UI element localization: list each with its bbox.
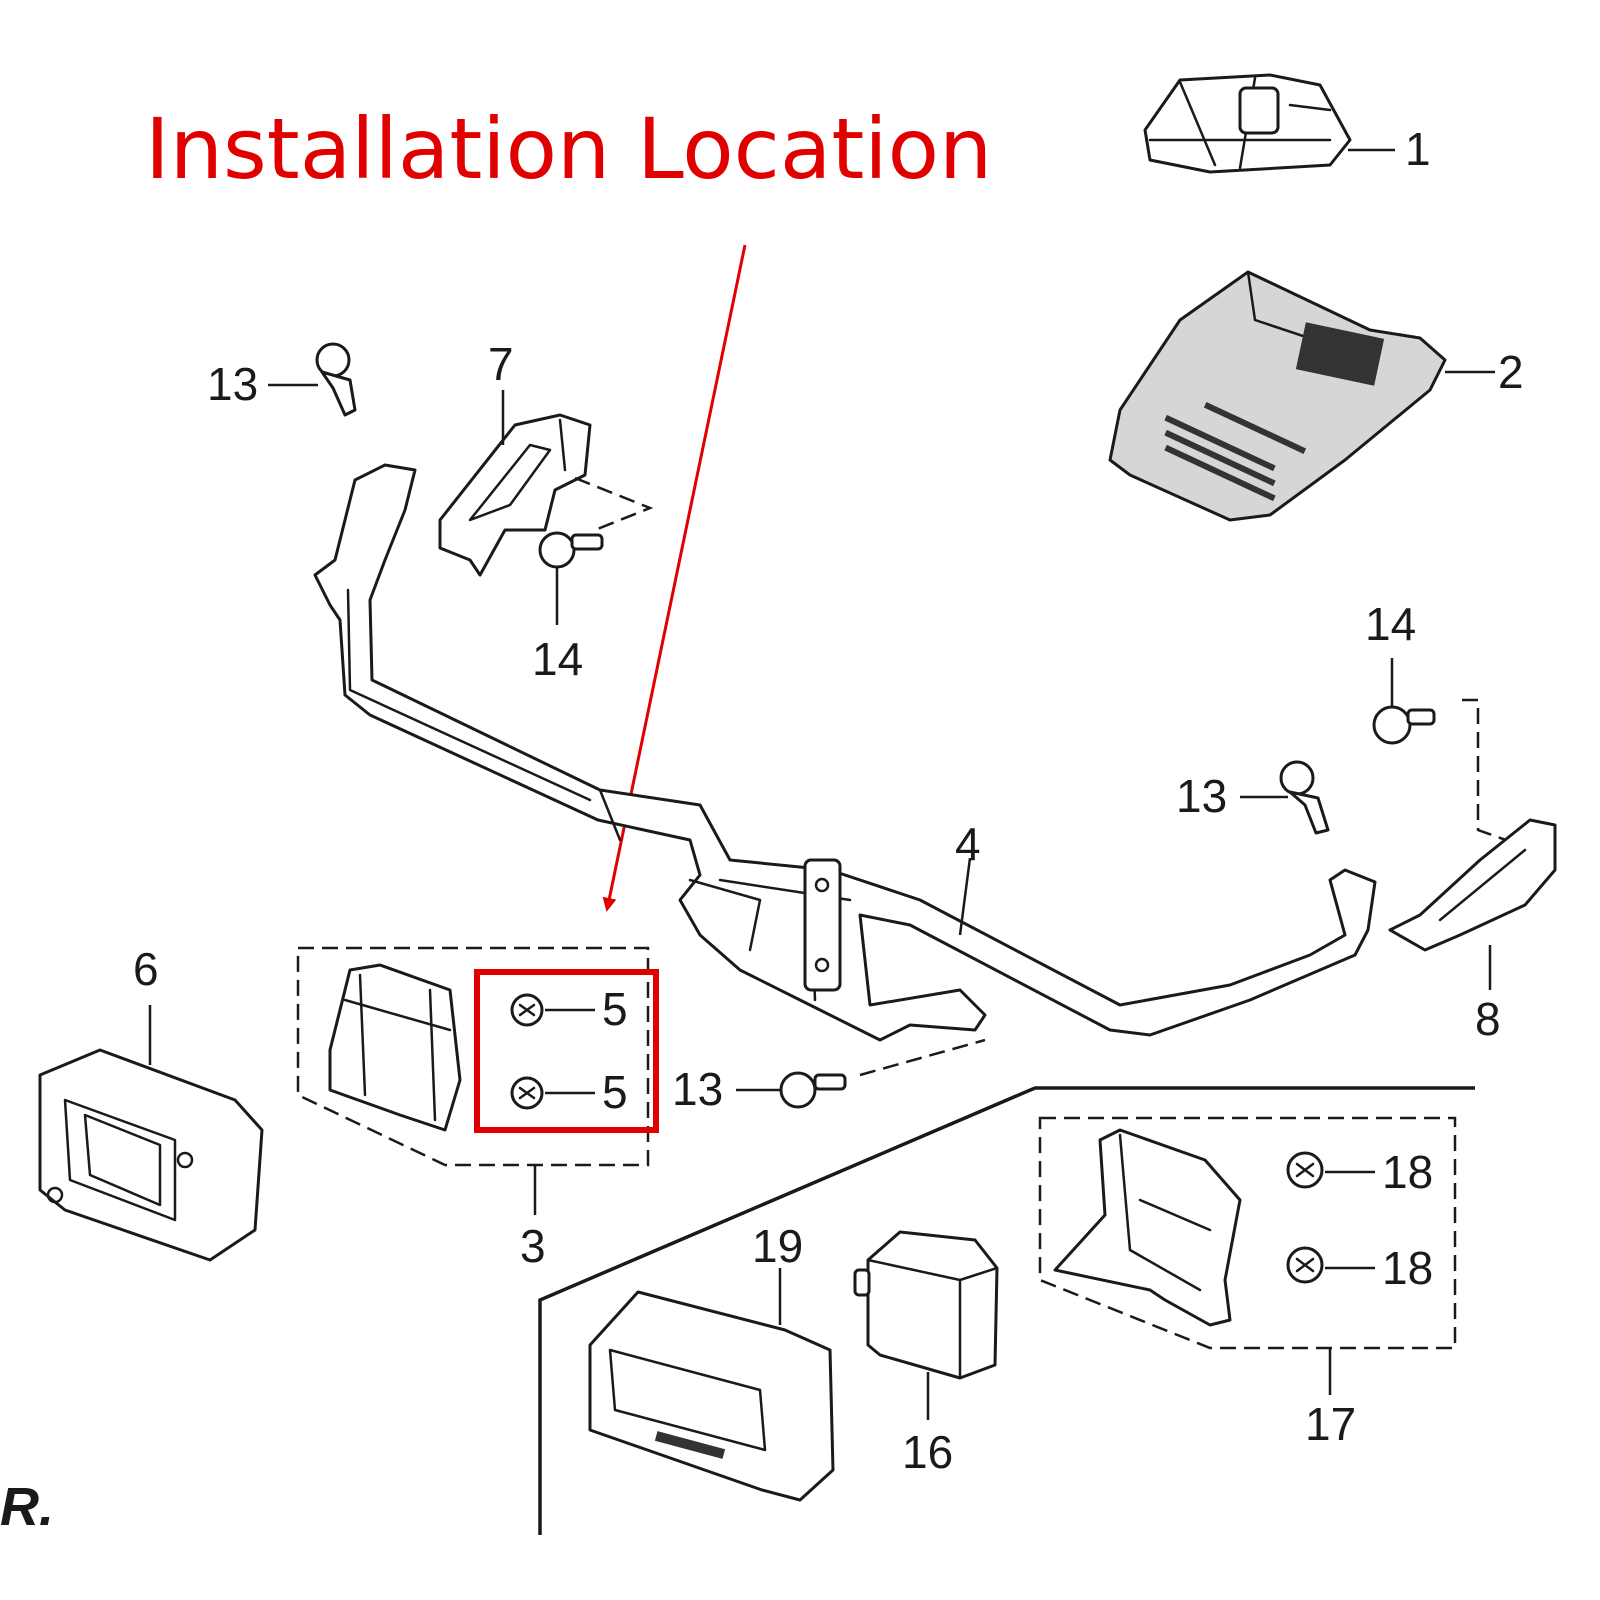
callout-16: 16 <box>902 1426 953 1478</box>
callout-13-top-left: 13 <box>207 358 258 410</box>
callout-5-upper: 5 <box>602 983 628 1035</box>
callout-18-lower: 18 <box>1382 1242 1433 1294</box>
installation-location-title: Installation Location <box>145 100 992 198</box>
callout-2: 2 <box>1498 346 1524 398</box>
part-17-group <box>1038 1116 1457 1395</box>
callout-13-middle: 13 <box>672 1063 723 1115</box>
fastener-5-upper <box>510 993 595 1027</box>
part-3-group <box>296 946 650 1215</box>
part-16-module <box>853 1230 999 1420</box>
callout-3: 3 <box>520 1220 546 1272</box>
callout-1: 1 <box>1405 123 1431 175</box>
bolt-14-right <box>1372 658 1521 847</box>
bolt-13-middle <box>736 1038 986 1109</box>
callout-19: 19 <box>752 1220 803 1272</box>
callout-8: 8 <box>1475 993 1501 1045</box>
fastener-18-lower <box>1286 1246 1375 1284</box>
callout-6: 6 <box>133 943 159 995</box>
callout-18-upper: 18 <box>1382 1146 1433 1198</box>
part-2-cover <box>1108 270 1495 522</box>
part-4-bracket-bar <box>313 463 1377 1042</box>
part-6-cover <box>38 1005 264 1262</box>
fastener-18-upper <box>1286 1151 1375 1189</box>
callout-13-right: 13 <box>1176 770 1227 822</box>
part-8-right-bracket <box>1388 818 1557 990</box>
part-19-cover <box>588 1268 835 1502</box>
corner-text-fragment: R. <box>0 1477 54 1537</box>
callout-14-left: 14 <box>532 633 583 685</box>
fastener-highlight-box <box>474 969 659 1133</box>
bolt-13-top-left <box>268 342 357 417</box>
part-1-camera-unit <box>1143 73 1395 174</box>
bolt-14-left <box>538 531 604 625</box>
part-7-left-bracket <box>438 390 654 577</box>
callout-14-right: 14 <box>1365 598 1416 650</box>
callout-7: 7 <box>488 338 514 390</box>
callout-4: 4 <box>955 818 981 870</box>
callout-17: 17 <box>1305 1398 1356 1450</box>
bolt-13-right <box>1240 760 1330 835</box>
callout-5-lower: 5 <box>602 1066 628 1118</box>
fastener-5-lower <box>510 1076 595 1110</box>
section-divider <box>538 1086 1475 1535</box>
